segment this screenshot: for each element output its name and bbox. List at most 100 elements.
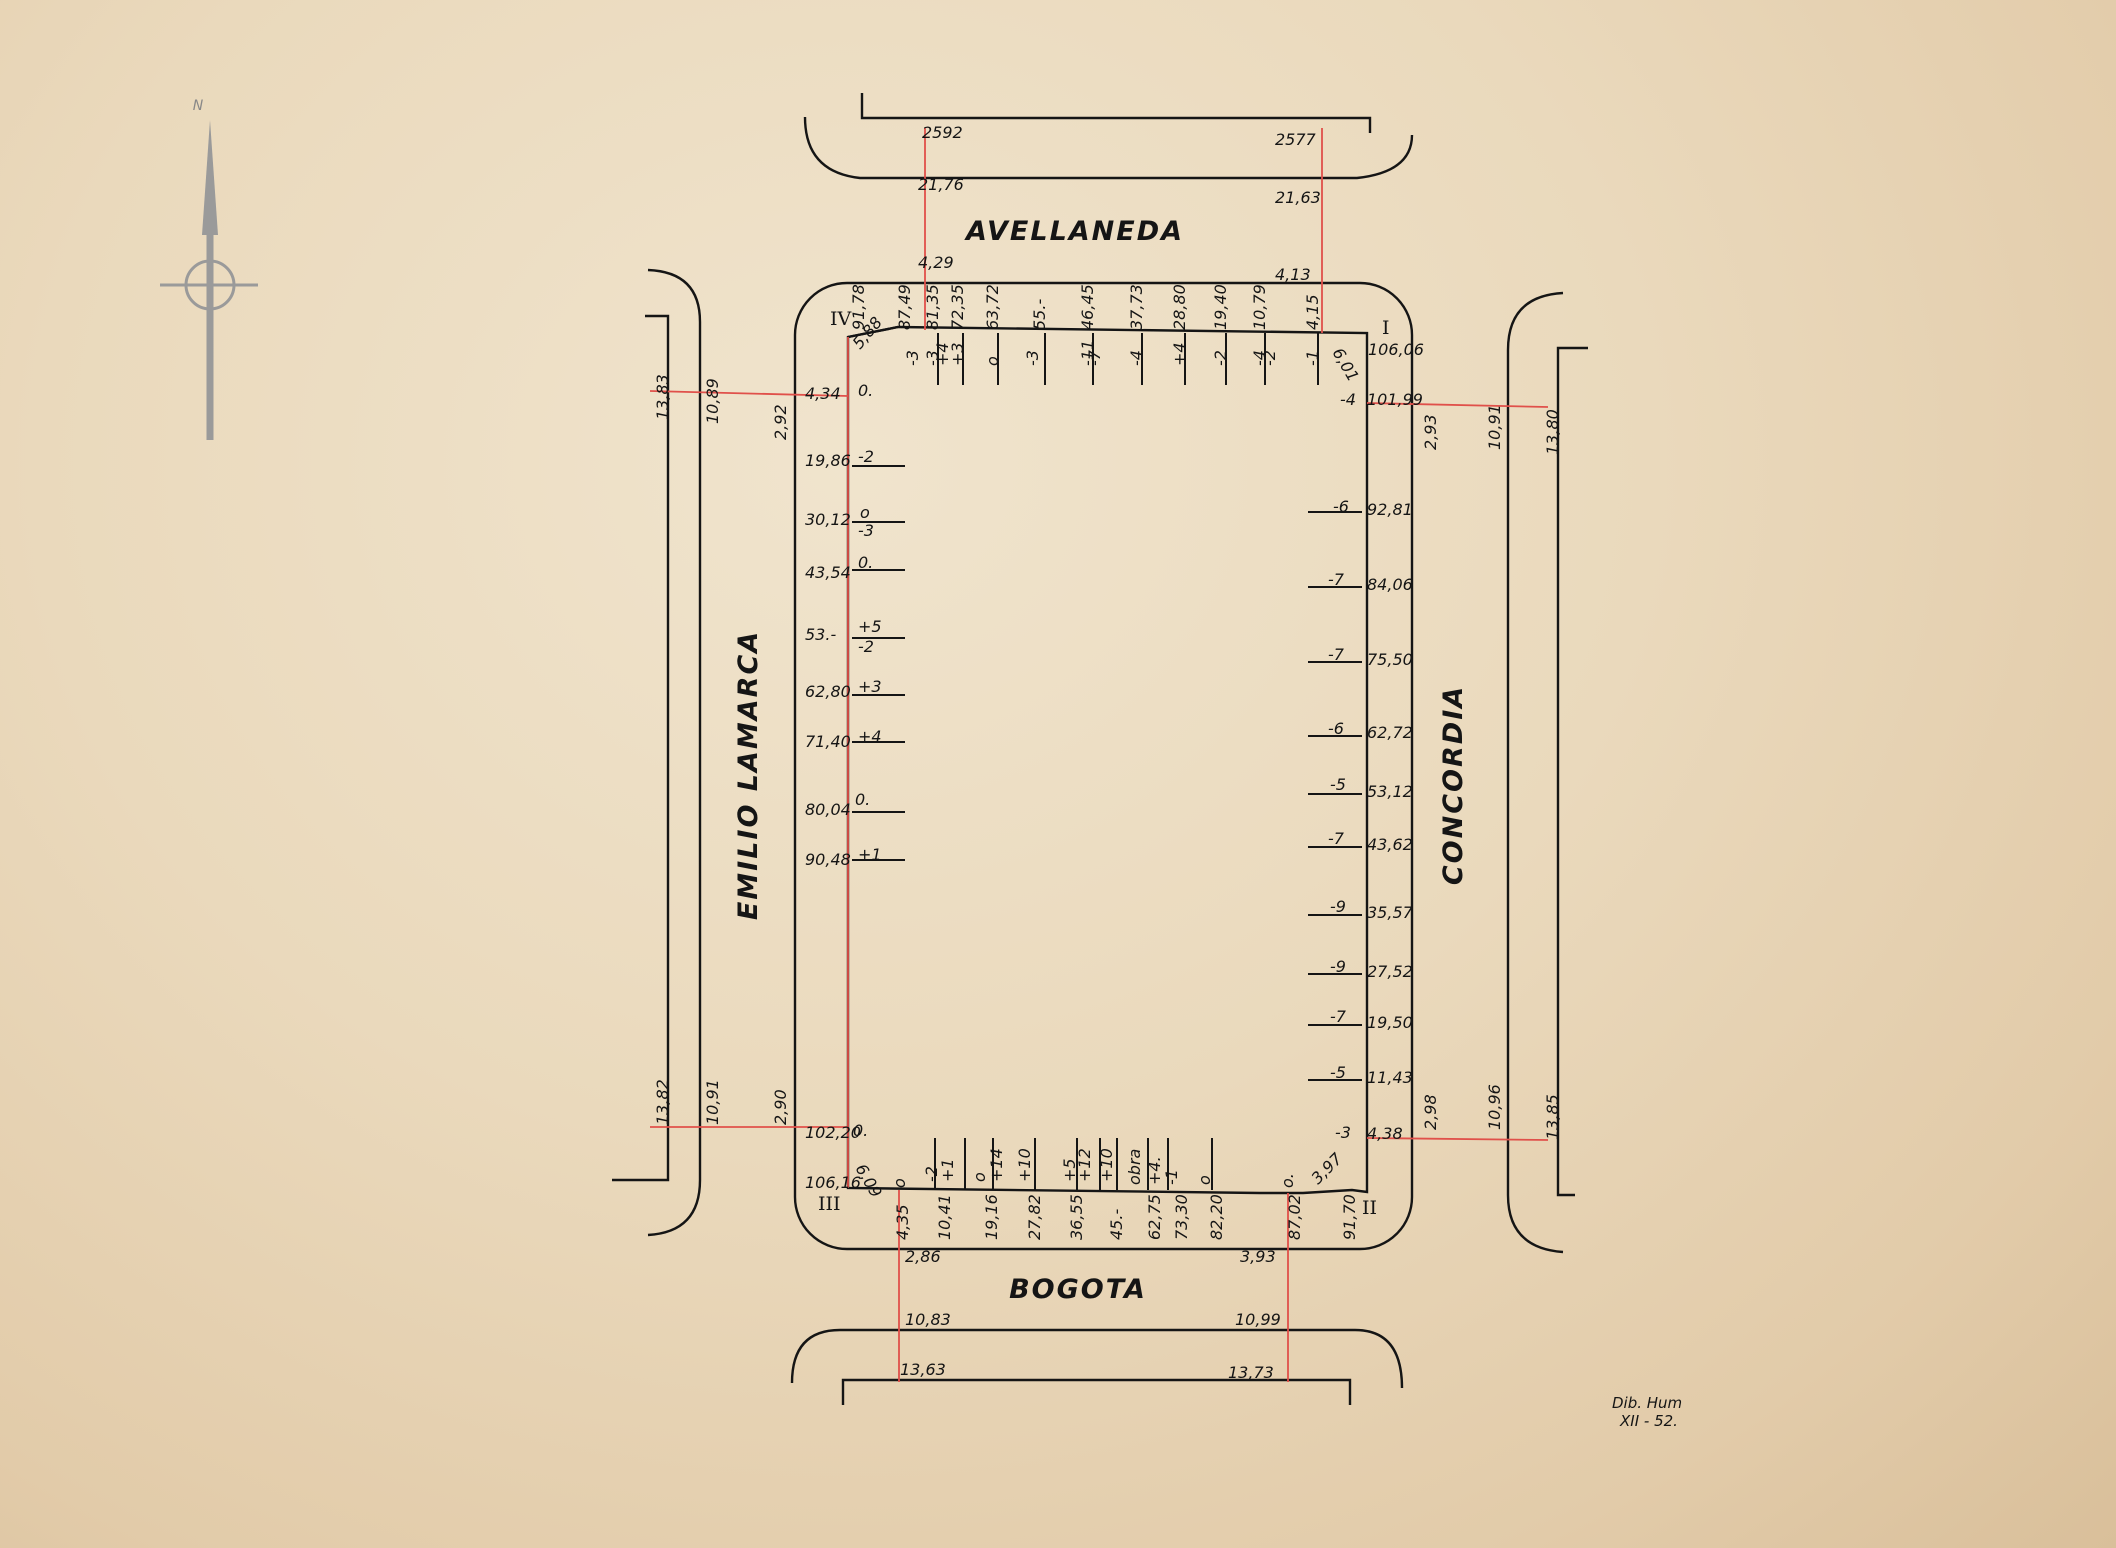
offset-reading: -11 — [1078, 340, 1097, 366]
edge-reading: 81,35 — [923, 284, 942, 330]
edge-reading: 4,38 — [1367, 1124, 1403, 1143]
offset-reading: o — [890, 1178, 909, 1188]
street-reading: 2,92 — [771, 404, 790, 440]
offset-reading: +14 — [987, 1148, 1006, 1182]
street-reading: 13,63 — [900, 1360, 946, 1379]
offset-reading: +4. — [1145, 1156, 1164, 1185]
edge-reading: 30,12 — [805, 510, 851, 529]
edge-reading: 62,75 — [1145, 1194, 1164, 1240]
corner-label-I: I — [1382, 317, 1390, 339]
offset-reading: 0. — [855, 790, 870, 809]
edge-reading: 46,45 — [1078, 284, 1097, 330]
street-reading: 21,76 — [918, 175, 964, 194]
edge-reading: 106,16 — [805, 1173, 861, 1192]
offset-reading: -4 — [1250, 350, 1269, 366]
offset-reading: -7 — [1328, 645, 1345, 664]
edge-reading: 72,35 — [948, 284, 967, 330]
survey-lines — [649, 128, 1549, 1382]
edge-reading: 71,40 — [805, 732, 851, 751]
corner-label-III: III — [818, 1193, 841, 1215]
edge-reading: 10,79 — [1250, 284, 1269, 330]
edge-reading: 35,57 — [1367, 903, 1414, 922]
street-reading: 13,82 — [653, 1079, 672, 1125]
offset-reading: -1 — [1303, 350, 1322, 366]
offset-reading: -2 — [858, 447, 874, 466]
offset-reading: -4 — [1127, 350, 1146, 366]
street-name-avellaneda: AVELLANEDA — [964, 216, 1184, 247]
offset-reading: -9 — [1330, 957, 1346, 976]
edge-reading: 53,12 — [1367, 782, 1413, 801]
edge-reading: 75,50 — [1367, 650, 1413, 669]
offset-reading: 0. — [858, 553, 873, 572]
offset-reading: -1 — [1162, 1169, 1181, 1185]
edge-reading: 84,06 — [1367, 575, 1413, 594]
offset-reading: -3 — [1335, 1123, 1351, 1142]
edge-reading: 87,49 — [895, 284, 914, 330]
north-arrow-icon: N — [160, 98, 258, 440]
edge-reading: 19,16 — [982, 1194, 1001, 1240]
offset-reading: -2 — [858, 637, 874, 656]
edge-reading: 62,72 — [1367, 723, 1413, 742]
edge-reading: 4,15 — [1303, 294, 1322, 330]
street-name-emilio-lamarca: EMILIO LAMARCA — [733, 630, 764, 920]
edge-reading: 27,82 — [1025, 1194, 1044, 1240]
offset-reading: -7 — [1328, 829, 1345, 848]
street-borders — [612, 93, 1588, 1405]
offset-reading: -2 — [1260, 350, 1279, 366]
edge-reading: 19,86 — [805, 451, 851, 470]
street-reading: 13,85 — [1543, 1094, 1562, 1140]
street-reading: 13,73 — [1228, 1363, 1274, 1382]
street-reading: 4,29 — [918, 253, 954, 272]
edge-reading: 43,62 — [1367, 835, 1413, 854]
street-reading: 2,98 — [1421, 1094, 1440, 1130]
offset-reading: o — [1195, 1175, 1214, 1185]
edge-reading: 91,70 — [1340, 1194, 1359, 1240]
street-reading: 2,93 — [1421, 414, 1440, 450]
edge-reading: 10,41 — [935, 1194, 954, 1240]
street-reading: 2,90 — [771, 1089, 790, 1125]
street-name-concordia: CONCORDIA — [1438, 685, 1469, 885]
offset-reading: +1 — [858, 845, 882, 864]
offset-reading: o. — [1278, 1173, 1297, 1188]
drafter-date: XII - 52. — [1619, 1412, 1678, 1430]
edge-reading: 28,80 — [1170, 284, 1189, 330]
offset-reading: 0. — [858, 381, 873, 400]
street-reading: 10,91 — [703, 1079, 722, 1125]
edge-reading: 19,50 — [1367, 1013, 1413, 1032]
edge-reading: 82,20 — [1207, 1194, 1226, 1240]
chamfer-reading: 6,01 — [1329, 345, 1363, 385]
edge-reading: 43,54 — [805, 563, 851, 582]
edge-reading: 36,55 — [1067, 1194, 1086, 1240]
offset-reading: +4 — [933, 342, 952, 366]
edge-reading: 63,72 — [983, 284, 1002, 330]
corner-label-II: II — [1362, 1197, 1377, 1219]
offset-reading: -2 — [1211, 350, 1230, 366]
edge-reading: 55.- — [1030, 299, 1049, 330]
offset-reading: +12 — [1075, 1148, 1094, 1182]
street-reading: 10,83 — [905, 1310, 951, 1329]
offset-reading: +10 — [1097, 1148, 1116, 1182]
offset-reading: -2 — [922, 1166, 941, 1182]
edge-reading: 27,52 — [1367, 962, 1413, 981]
offset-reading: o — [860, 503, 870, 522]
offset-reading: -3 — [903, 350, 922, 366]
edge-reading: 90,48 — [805, 850, 851, 869]
offset-reading: -6 — [1328, 719, 1344, 738]
corner-label-IV: IV — [830, 308, 852, 330]
edge-reading: 73,30 — [1172, 1194, 1191, 1240]
drafter-signature: Dib. Hum — [1612, 1394, 1682, 1412]
street-name-bogota: BOGOTA — [1009, 1274, 1147, 1305]
block-outline — [793, 281, 1414, 1251]
street-reading: 21,63 — [1275, 188, 1321, 207]
offset-reading: -6 — [1333, 497, 1349, 516]
edge-reading: 102,20 — [805, 1123, 861, 1142]
offset-reading: -4 — [1340, 390, 1356, 409]
street-reading: 10,96 — [1485, 1084, 1504, 1130]
street-reading: 10,99 — [1235, 1310, 1281, 1329]
offset-reading: +1 — [938, 1158, 957, 1182]
offset-reading: -7 — [1085, 349, 1104, 366]
offset-reading: +5 — [1060, 1158, 1079, 1182]
